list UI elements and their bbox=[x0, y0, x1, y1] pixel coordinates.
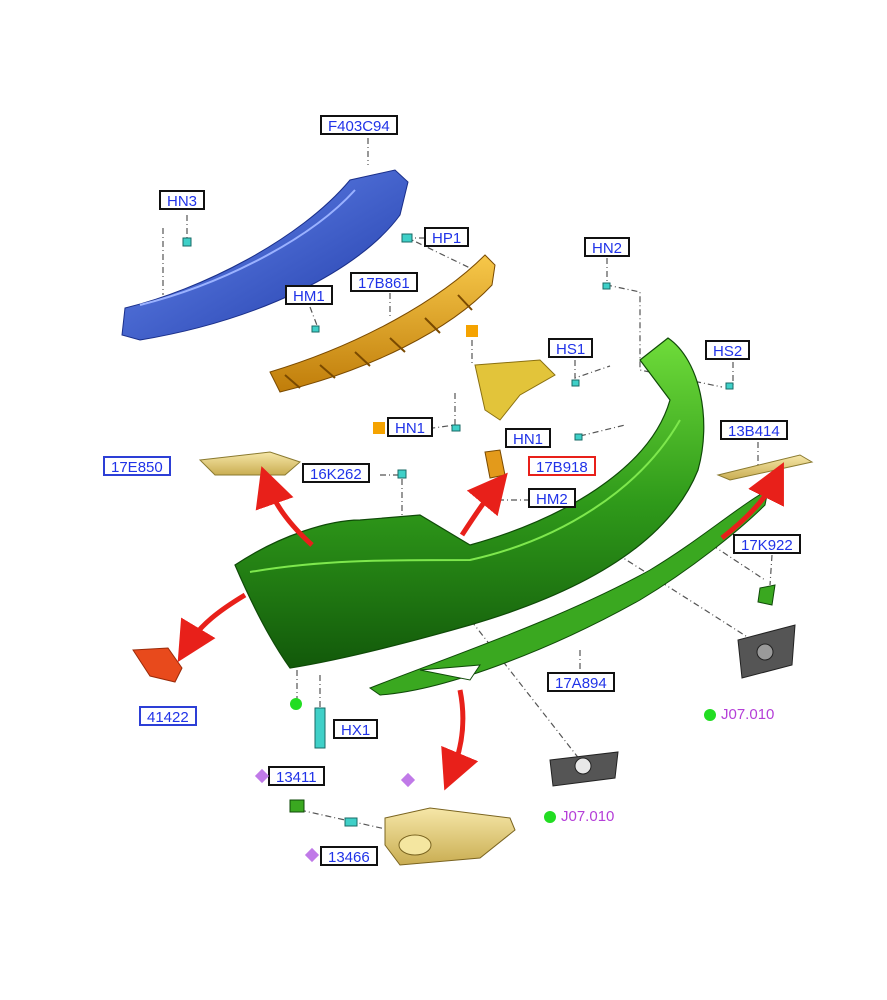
arrow-to-17b918 bbox=[459, 472, 508, 537]
leader-hm1 bbox=[309, 306, 319, 329]
right-bracket-13b414 bbox=[716, 454, 814, 481]
callout-13411[interactable]: 13411 bbox=[268, 766, 325, 786]
callout-hs2[interactable]: HS2 bbox=[705, 340, 751, 360]
bumper-cover bbox=[234, 337, 705, 669]
callout-hs1[interactable]: HS1 bbox=[548, 338, 594, 358]
center-bracket bbox=[474, 359, 556, 421]
callout-hp1[interactable]: HP1 bbox=[424, 227, 470, 247]
callout-hm1[interactable]: HM1 bbox=[285, 285, 333, 305]
callout-hn1-right[interactable]: HN1 bbox=[505, 428, 552, 448]
impact-beam bbox=[121, 169, 409, 341]
callout-13466[interactable]: 13466 bbox=[320, 846, 378, 866]
callout-17b861[interactable]: 17B861 bbox=[350, 272, 418, 292]
marker-dot-hx1 bbox=[290, 698, 302, 710]
arrow-to-41422 bbox=[177, 592, 247, 663]
arrow-to-13b414 bbox=[720, 462, 784, 540]
reference-j07-bottom[interactable]: J07.010 bbox=[561, 808, 615, 825]
callout-hn2[interactable]: HN2 bbox=[584, 237, 631, 257]
marker-dot-j07-right bbox=[704, 709, 716, 721]
leader-hm2 bbox=[496, 484, 530, 501]
leader-17k922 bbox=[711, 544, 773, 586]
callout-hx1[interactable]: HX1 bbox=[333, 719, 379, 739]
energy-absorber bbox=[269, 254, 496, 393]
leader-hs1 bbox=[574, 360, 611, 379]
callout-16k262[interactable]: 16K262 bbox=[302, 463, 370, 483]
callout-41422[interactable]: 41422 bbox=[139, 706, 197, 726]
leader-hn3 bbox=[162, 215, 188, 295]
callout-hm2[interactable]: HM2 bbox=[528, 488, 576, 508]
callout-17k922[interactable]: 17K922 bbox=[733, 534, 801, 554]
leader-13466 bbox=[299, 809, 391, 831]
callout-17b918[interactable]: 17B918 bbox=[528, 456, 596, 476]
clip-13411 bbox=[289, 799, 305, 813]
marker-square-center bbox=[466, 325, 478, 337]
reflector-41422 bbox=[132, 647, 183, 683]
lamp-housing bbox=[384, 807, 516, 866]
left-bracket-17e850 bbox=[198, 451, 301, 476]
arrow-to-17e850 bbox=[255, 466, 314, 547]
bracket-17b918 bbox=[484, 449, 506, 479]
callout-f403c94[interactable]: F403C94 bbox=[320, 115, 398, 135]
callout-hn3[interactable]: HN3 bbox=[159, 190, 206, 210]
bracket-17k922 bbox=[757, 584, 776, 606]
parking-sensors bbox=[549, 624, 796, 787]
leader-sensor-bottom bbox=[454, 599, 581, 761]
red-arrows bbox=[177, 462, 784, 791]
callout-17a894[interactable]: 17A894 bbox=[547, 672, 615, 692]
callout-17e850[interactable]: 17E850 bbox=[103, 456, 171, 476]
marker-dot-j07-bottom bbox=[544, 811, 556, 823]
callout-13b414[interactable]: 13B414 bbox=[720, 420, 788, 440]
leader-hn1-left bbox=[432, 340, 473, 429]
leader-hn2 bbox=[606, 258, 723, 388]
leader-hn1-right bbox=[579, 424, 626, 437]
callout-hn1-left[interactable]: HN1 bbox=[387, 417, 434, 437]
marker-square-hn1 bbox=[373, 422, 385, 434]
arrow-to-lamp bbox=[441, 689, 479, 791]
fasteners bbox=[182, 233, 734, 827]
reference-j07-right[interactable]: J07.010 bbox=[721, 706, 775, 723]
